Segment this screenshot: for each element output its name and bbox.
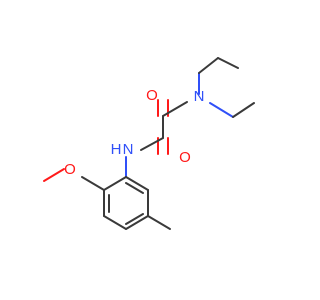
molecule-canvas: O N O N H O <box>43 57 255 230</box>
ring-bond-6 <box>125 176 149 191</box>
c1-n-diethyl-bond <box>162 101 188 117</box>
nitrogen-label-1: N <box>194 88 205 105</box>
methoxy-ch3-bond <box>43 168 65 182</box>
oxygen-label-1: O <box>146 87 158 104</box>
hydrogen-label: H <box>111 141 122 158</box>
ethyl-1-ch2 <box>198 57 219 74</box>
oxygen-label-3: O <box>64 161 76 178</box>
nitrogen-label-2: N <box>123 141 134 158</box>
ethyl-2-ch2 <box>232 102 255 118</box>
ring-methoxy-bond <box>81 176 105 191</box>
ethyl-1-ch3 <box>217 57 239 69</box>
ring-inner-3 <box>125 182 144 194</box>
ring-bond-4 <box>125 215 149 230</box>
c2-nh-bond <box>140 137 164 151</box>
ring-bond-1 <box>103 176 127 191</box>
ring-inner-2 <box>125 213 144 225</box>
ring-methyl-bond <box>147 215 171 230</box>
n-ethyl-2-bond <box>209 102 234 118</box>
ring-bond-3 <box>103 215 127 230</box>
structure-diagram: O N O N H O <box>43 57 255 230</box>
oxygen-label-2: O <box>179 149 191 166</box>
